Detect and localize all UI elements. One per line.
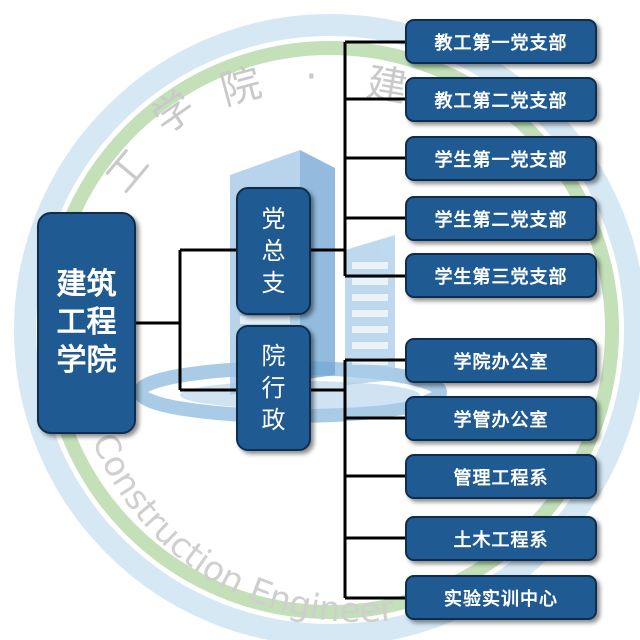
leaf-label: 学生第二党支部 bbox=[434, 209, 568, 231]
leaf-label: 学生第三党支部 bbox=[434, 266, 568, 288]
leaf-label: 学院办公室 bbox=[453, 351, 549, 373]
leaf-label: 土木工程系 bbox=[453, 529, 549, 551]
leaf-node: 教工第二党支部 bbox=[405, 77, 597, 122]
leaf-node: 实验实训中心 bbox=[405, 575, 597, 620]
leaf-label: 学管办公室 bbox=[453, 409, 549, 431]
branch-label: 党总支 bbox=[261, 205, 286, 297]
svg-text:建: 建 bbox=[363, 60, 410, 112]
leaf-label: 教工第一党支部 bbox=[434, 32, 568, 54]
leaf-node: 学生第三党支部 bbox=[405, 253, 597, 298]
leaf-node: 教工第一党支部 bbox=[405, 19, 597, 64]
branch-label: 院行政 bbox=[261, 342, 286, 434]
leaf-label: 学生第一党支部 bbox=[434, 149, 568, 171]
leaf-node: 土木工程系 bbox=[405, 516, 597, 561]
leaf-node: 学生第一党支部 bbox=[405, 136, 597, 181]
branch-node-admin: 院行政 bbox=[236, 325, 311, 451]
root-label: 建筑工程学院 bbox=[56, 267, 117, 378]
leaf-label: 实验实训中心 bbox=[444, 588, 558, 610]
leaf-label: 教工第二党支部 bbox=[434, 90, 568, 112]
outer-ring bbox=[14, 14, 640, 640]
leaf-node: 管理工程系 bbox=[405, 454, 597, 499]
leaf-node: 学院办公室 bbox=[405, 338, 597, 383]
svg-text:·: · bbox=[305, 54, 318, 100]
leaf-node: 学生第二党支部 bbox=[405, 196, 597, 241]
branch-node-party: 党总支 bbox=[236, 187, 311, 315]
leaf-label: 管理工程系 bbox=[453, 467, 549, 489]
leaf-node: 学管办公室 bbox=[405, 396, 597, 441]
root-node: 建筑工程学院 bbox=[37, 212, 136, 434]
